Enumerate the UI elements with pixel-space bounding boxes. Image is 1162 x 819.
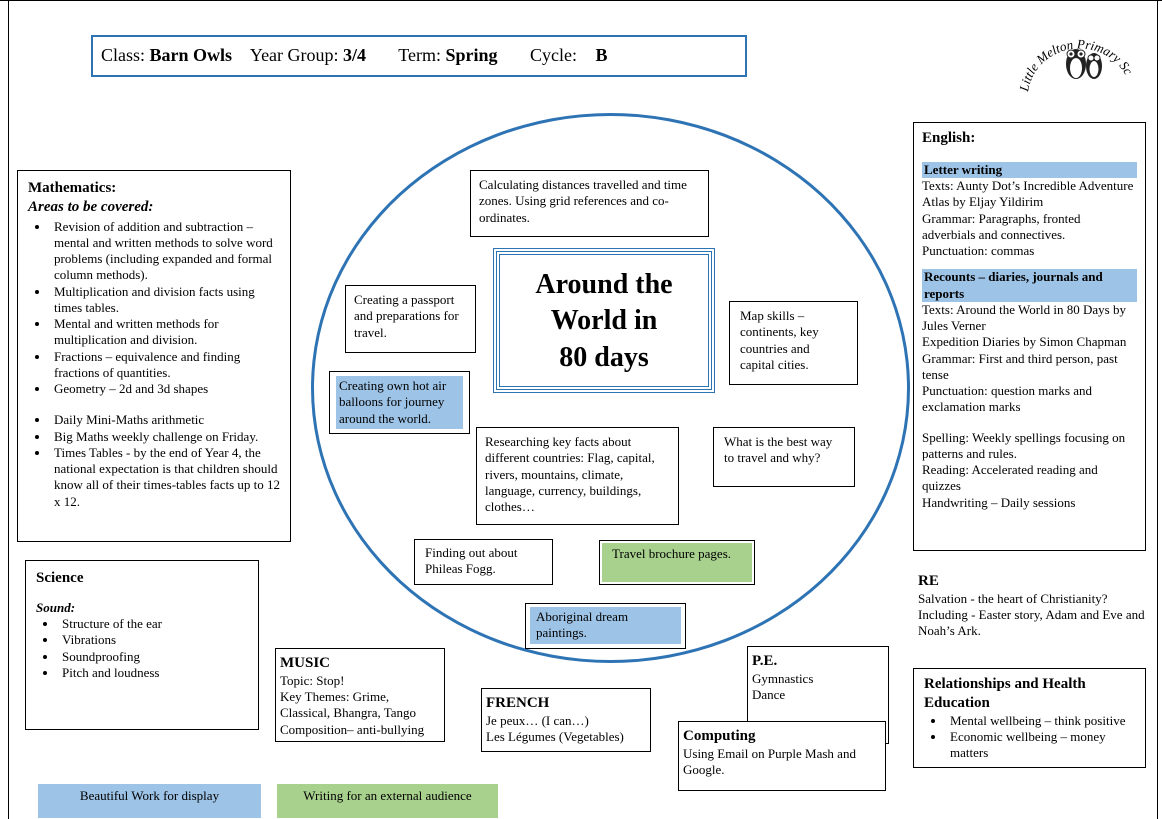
list-item: Structure of the ear xyxy=(58,616,248,632)
topic-balloons: Creating own hot air balloons for journe… xyxy=(329,371,470,434)
relationships-list: Mental wellbeing – think positive Econom… xyxy=(924,713,1135,762)
french-line: Je peux… (I can…) xyxy=(486,712,589,728)
key-label: Writing for an external audience xyxy=(303,788,472,803)
list-item: Big Maths weekly challenge on Friday. xyxy=(50,429,282,445)
re-section: RE Salvation - the heart of Christianity… xyxy=(918,572,1158,640)
english-line: Texts: Around the World in 80 Days by Ju… xyxy=(922,301,1126,333)
list-item: Economic wellbeing – money matters xyxy=(946,729,1135,762)
mathematics-subheading: Areas to be covered: xyxy=(28,198,154,215)
key-label: Beautiful Work for display xyxy=(79,788,220,803)
re-text: Salvation - the heart of Christianity? I… xyxy=(918,590,1145,639)
english-line: Handwriting – Daily sessions xyxy=(922,494,1076,510)
page-border-top xyxy=(0,0,1162,1)
re-heading: RE xyxy=(918,573,939,589)
english-line: Punctuation: commas xyxy=(922,243,1035,258)
science-heading: Science xyxy=(36,570,84,586)
list-item: Fractions – equivalence and finding frac… xyxy=(50,349,282,382)
topic-distances: Calculating distances travelled and time… xyxy=(470,170,709,237)
topic-circle xyxy=(311,113,910,663)
english-line: Grammar: Paragraphs, fronted adverbials … xyxy=(922,210,1081,242)
science-list: Structure of the ear Vibrations Soundpro… xyxy=(36,616,248,681)
title-line: Around the xyxy=(535,269,673,300)
music-topic: Topic: Stop! xyxy=(280,672,345,688)
topic-text: Travel brochure pages. xyxy=(602,543,752,582)
computing-text: Using Email on Purple Mash and Google. xyxy=(683,745,856,777)
english-line: Punctuation: question marks and exclamat… xyxy=(922,383,1093,415)
mathematics-daily-list: Daily Mini-Maths arithmetic Big Maths we… xyxy=(28,412,282,510)
list-item: Mental and written methods for multiplic… xyxy=(50,316,282,349)
class-info-header: Class: Barn Owls Year Group: 3/4 Term: S… xyxy=(91,35,747,77)
list-item: Times Tables - by the end of Year 4, the… xyxy=(50,445,282,510)
school-logo: Little Melton Primary School xyxy=(1014,14,1136,94)
english-line: Reading: Accelerated reading and quizzes xyxy=(922,462,1098,494)
term-label: Term: xyxy=(398,45,441,65)
science-subheading: Sound: xyxy=(36,599,76,615)
pe-heading: P.E. xyxy=(752,653,778,669)
topic-text: Creating own hot air balloons for journe… xyxy=(336,376,463,429)
mathematics-heading: Mathematics: xyxy=(28,180,117,196)
english-line: Texts: Aunty Dot’s Incredible Adventure … xyxy=(922,178,1134,210)
english-box: English: Letter writing Texts: Aunty Dot… xyxy=(913,122,1146,551)
list-item: Geometry – 2d and 3d shapes xyxy=(50,381,282,397)
list-item: Soundproofing xyxy=(58,649,248,665)
topic-text: What is the best way to travel and why? xyxy=(724,434,833,466)
pe-line: Dance xyxy=(752,687,786,702)
mathematics-list: Revision of addition and subtraction – m… xyxy=(28,219,282,398)
english-recounts-heading: Recounts – diaries, journals and reports xyxy=(922,269,1137,302)
list-item: Revision of addition and subtraction – m… xyxy=(50,219,282,284)
topic-text: Calculating distances travelled and time… xyxy=(479,177,687,225)
topic-best-way: What is the best way to travel and why? xyxy=(713,427,855,487)
topic-text: Map skills – continents, key countries a… xyxy=(740,308,819,372)
key-beautiful-work: Beautiful Work for display xyxy=(38,784,261,818)
term-value: Spring xyxy=(445,45,498,65)
computing-heading: Computing xyxy=(683,728,756,744)
title-line: World in xyxy=(550,305,658,337)
class-value: Barn Owls xyxy=(149,45,233,65)
relationships-box: Relationships and Health Education Menta… xyxy=(913,668,1146,768)
list-item: Multiplication and division facts using … xyxy=(50,284,282,317)
topic-brochure: Travel brochure pages. xyxy=(599,540,755,585)
cycle-label: Cycle: xyxy=(530,45,578,65)
page-title: Around the World in 80 days xyxy=(493,248,715,393)
relationships-heading: Relationships and Health Education xyxy=(924,676,1086,711)
english-letter-writing-heading: Letter writing xyxy=(922,161,1137,178)
topic-text: Finding out about Phileas Fogg. xyxy=(425,545,518,577)
english-line: Grammar: First and third person, past te… xyxy=(922,350,1118,382)
pe-line: Gymnastics xyxy=(752,670,814,686)
page-border-right xyxy=(1157,0,1158,819)
english-heading: English: xyxy=(922,130,976,146)
science-box: Science Sound: Structure of the ear Vibr… xyxy=(25,560,259,730)
topic-map-skills: Map skills – continents, key countries a… xyxy=(729,301,858,385)
key-external-audience: Writing for an external audience xyxy=(277,784,498,818)
topic-aboriginal: Aboriginal dream paintings. xyxy=(525,603,686,649)
mathematics-box: Mathematics: Areas to be covered: Revisi… xyxy=(17,170,291,542)
list-item: Daily Mini-Maths arithmetic xyxy=(50,412,282,428)
list-item: Mental wellbeing – think positive xyxy=(946,713,1135,729)
title-line: 80 days xyxy=(559,341,649,373)
topic-research: Researching key facts about different co… xyxy=(476,427,679,525)
english-line: Spelling: Weekly spellings focusing on p… xyxy=(922,429,1126,461)
cycle-value: B xyxy=(595,45,608,65)
french-box: FRENCH Je peux… (I can…) Les Légumes (Ve… xyxy=(481,688,651,752)
topic-phileas: Finding out about Phileas Fogg. xyxy=(414,539,553,585)
list-item: Vibrations xyxy=(58,632,248,648)
music-composition: Composition– anti-bullying xyxy=(280,721,425,737)
music-box: MUSIC Topic: Stop! Key Themes: Grime, Cl… xyxy=(275,648,445,742)
class-label: Class: xyxy=(101,45,146,65)
music-themes: Key Themes: Grime, Classical, Bhangra, T… xyxy=(280,689,417,721)
topic-passport: Creating a passport and preparations for… xyxy=(345,285,476,353)
topic-text: Creating a passport and preparations for… xyxy=(354,292,459,340)
french-line: Les Légumes (Vegetables) xyxy=(486,729,624,744)
french-heading: FRENCH xyxy=(486,695,550,711)
year-group-value: 3/4 xyxy=(343,45,367,65)
topic-text: Researching key facts about different co… xyxy=(485,434,655,514)
computing-box: Computing Using Email on Purple Mash and… xyxy=(678,721,886,791)
english-line: Expedition Diaries by Simon Chapman xyxy=(922,334,1127,350)
music-heading: MUSIC xyxy=(280,655,331,671)
year-group-label: Year Group: xyxy=(249,45,339,65)
list-item: Pitch and loudness xyxy=(58,665,248,681)
topic-text: Aboriginal dream paintings. xyxy=(530,607,681,644)
page-border-left xyxy=(8,0,9,819)
